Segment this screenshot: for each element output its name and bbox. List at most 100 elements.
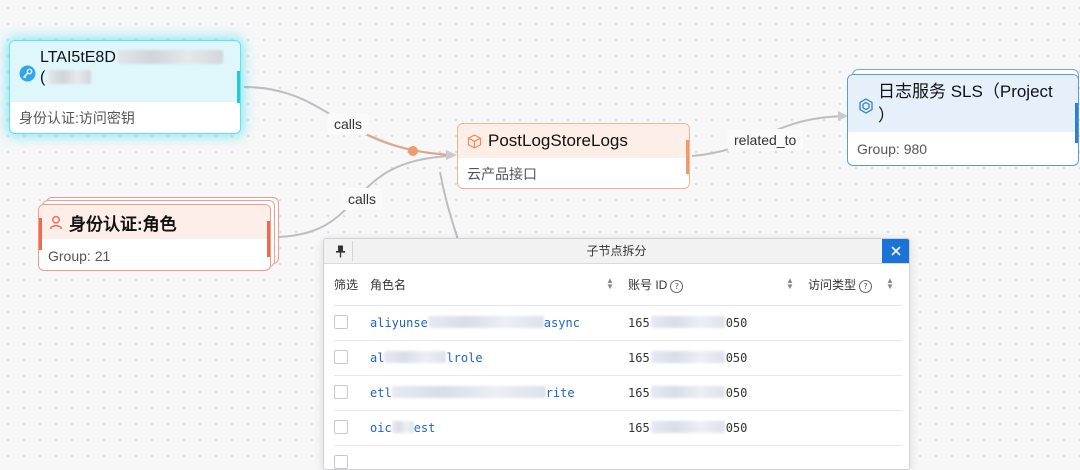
role-name-end: est	[414, 421, 436, 435]
api-node[interactable]: PostLogStoreLogs 云产品接口	[457, 123, 690, 189]
edge-label-calls-key[interactable]: calls	[327, 113, 369, 135]
sls-project-node[interactable]: 日志服务 SLS（Project ） Group: 980	[847, 74, 1079, 166]
access-key-id: LTAI5tE8D	[40, 49, 116, 66]
account-id-cell: 165 050	[628, 306, 808, 341]
account-id-cell	[628, 446, 808, 470]
role-name-cell[interactable]: oic est	[370, 411, 628, 446]
column-filter: 筛选	[334, 264, 370, 306]
table-row[interactable]: oic est 165 050	[334, 411, 902, 446]
row-checkbox[interactable]	[334, 315, 348, 329]
role-name-cell[interactable]: al lrole	[370, 341, 628, 376]
api-node-accent	[686, 140, 689, 174]
sls-node-header: 日志服务 SLS（Project ）	[848, 75, 1078, 132]
edge-arrowhead-api	[446, 150, 457, 160]
table-row[interactable]: al lrole 165 050	[334, 341, 902, 376]
redacted-role-segment	[392, 386, 546, 398]
account-id-end: 050	[726, 351, 748, 365]
key-node-accent	[237, 71, 240, 103]
account-id-start: 165	[628, 316, 650, 330]
access-key-node[interactable]: LTAI5tE8D ( 身份认证:访问密钥	[9, 40, 241, 134]
role-name-end: lrole	[446, 351, 482, 365]
column-access-type-label: 访问类型	[808, 278, 856, 292]
sls-icon	[858, 98, 874, 114]
account-id-cell: 165 050	[628, 411, 808, 446]
role-node-left-accent	[39, 218, 42, 250]
table-row[interactable]	[334, 446, 902, 470]
redacted-key-segment	[118, 50, 223, 64]
role-name-cell[interactable]	[370, 446, 628, 470]
api-node-title: PostLogStoreLogs	[488, 131, 628, 151]
subnode-table: 筛选 角色名 ▲▼ 账号 ID? ▲▼ 访问类型? ▲▼ aliyunse asy…	[334, 264, 902, 470]
sort-access-type-icon[interactable]: ▲▼	[886, 278, 894, 290]
access-type-cell	[808, 376, 902, 411]
table-row[interactable]: aliyunse async 165 050	[334, 306, 902, 341]
access-key-node-header: LTAI5tE8D (	[10, 41, 240, 102]
role-name-start: al	[370, 351, 384, 365]
access-type-cell	[808, 341, 902, 376]
role-node-title: 身份认证:角色	[69, 210, 177, 235]
account-id-end: 050	[726, 316, 748, 330]
api-node-header: PostLogStoreLogs	[458, 124, 689, 158]
redacted-account-segment	[651, 351, 725, 363]
table-header-row: 筛选 角色名 ▲▼ 账号 ID? ▲▼ 访问类型? ▲▼	[334, 264, 902, 306]
account-id-start: 165	[628, 421, 650, 435]
row-checkbox[interactable]	[334, 385, 348, 399]
edge-label-related-to[interactable]: related_to	[727, 129, 803, 151]
sort-account-id-icon[interactable]: ▲▼	[786, 278, 794, 290]
sort-role-name-icon[interactable]: ▲▼	[606, 278, 614, 290]
panel-header: 子节点拆分	[324, 239, 909, 264]
account-id-start: 165	[628, 351, 650, 365]
row-checkbox[interactable]	[334, 350, 348, 364]
redacted-role-segment	[392, 421, 414, 433]
panel-title: 子节点拆分	[324, 239, 909, 263]
role-name-end: rite	[546, 386, 575, 400]
sls-node-title-line2: ）	[878, 104, 1070, 128]
account-id-end: 050	[726, 386, 748, 400]
sls-node-subtitle: Group: 980	[848, 132, 1078, 166]
redacted-account-segment	[651, 316, 725, 328]
access-key-title-line2: (	[40, 68, 231, 88]
access-type-cell	[808, 306, 902, 341]
column-account-id[interactable]: 账号 ID? ▲▼	[628, 264, 808, 306]
edge-api-to-panel	[440, 172, 458, 240]
account-id-end: 050	[726, 421, 748, 435]
account-id-cell: 165 050	[628, 341, 808, 376]
redacted-role-segment	[384, 351, 446, 363]
role-group-node[interactable]: 身份认证:角色 Group: 21	[38, 204, 271, 271]
account-id-cell: 165 050	[628, 376, 808, 411]
access-key-title: LTAI5tE8D	[40, 48, 231, 68]
account-id-start: 165	[628, 386, 650, 400]
role-name-start: aliyunse	[370, 316, 428, 330]
row-checkbox[interactable]	[334, 420, 348, 434]
role-node-accent	[267, 221, 270, 257]
edge-handle-dot	[408, 146, 418, 156]
redacted-account-segment	[651, 386, 725, 398]
user-icon	[49, 215, 64, 230]
column-account-id-label: 账号 ID	[628, 278, 667, 292]
role-name-start: oic	[370, 421, 392, 435]
column-role-name-label: 角色名	[370, 278, 406, 292]
role-name-cell[interactable]: aliyunse async	[370, 306, 628, 341]
help-icon[interactable]: ?	[670, 280, 683, 293]
close-icon	[891, 246, 901, 256]
edge-label-calls-role[interactable]: calls	[341, 188, 383, 210]
column-access-type[interactable]: 访问类型? ▲▼	[808, 264, 902, 306]
redacted-account-segment	[651, 421, 725, 433]
redacted-role-segment	[428, 316, 544, 328]
access-type-cell	[808, 446, 902, 470]
close-button[interactable]	[882, 239, 909, 263]
access-key-paren: (	[40, 69, 45, 86]
redacted-key-name	[49, 70, 91, 84]
sls-node-accent	[1075, 103, 1078, 143]
role-node-subtitle: Group: 21	[39, 239, 270, 271]
subnode-split-panel: 子节点拆分 筛选 角色名 ▲▼ 账号 ID? ▲▼ 访问类型?	[323, 238, 910, 470]
role-name-end: async	[544, 316, 580, 330]
access-type-cell	[808, 411, 902, 446]
column-role-name[interactable]: 角色名 ▲▼	[370, 264, 628, 306]
access-key-subtitle: 身份认证:访问密钥	[10, 102, 240, 132]
api-node-subtitle: 云产品接口	[458, 158, 689, 189]
help-icon[interactable]: ?	[859, 280, 872, 293]
role-node-header: 身份认证:角色	[39, 205, 270, 239]
